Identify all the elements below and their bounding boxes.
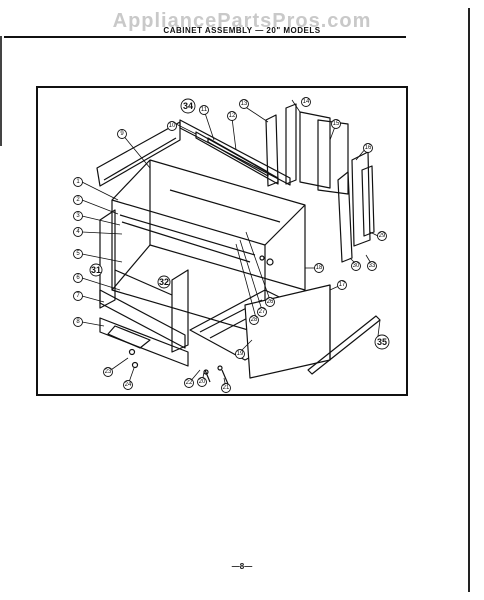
callout-label-32: 32 bbox=[159, 277, 169, 287]
callout-29 bbox=[377, 231, 387, 241]
callout-label-14: 14 bbox=[303, 99, 310, 105]
title-rule bbox=[4, 36, 406, 38]
callout-7 bbox=[73, 291, 83, 301]
callout-1 bbox=[73, 177, 83, 187]
callout-16 bbox=[363, 143, 373, 153]
callout-label-13: 13 bbox=[241, 101, 248, 107]
callout-label-18: 18 bbox=[316, 265, 323, 271]
callout-label-9: 9 bbox=[120, 131, 124, 137]
callout-label-35: 35 bbox=[377, 337, 387, 347]
callout-label-31: 31 bbox=[91, 265, 101, 275]
callout-17 bbox=[337, 280, 347, 290]
callout-label-29: 29 bbox=[379, 233, 386, 239]
callout-label-17: 17 bbox=[339, 282, 346, 288]
callout-2 bbox=[73, 195, 83, 205]
page-number: —8— bbox=[231, 562, 253, 571]
callout-label-10: 10 bbox=[169, 123, 176, 129]
callout-34 bbox=[180, 98, 196, 114]
callout-label-8: 8 bbox=[76, 319, 80, 325]
callout-18 bbox=[314, 263, 324, 273]
callout-26 bbox=[265, 297, 275, 307]
callout-label-5: 5 bbox=[76, 251, 80, 257]
callout-label-24: 24 bbox=[125, 382, 132, 388]
callout-label-11: 11 bbox=[201, 107, 208, 113]
scan-edge-left bbox=[0, 36, 2, 146]
callout-24 bbox=[123, 380, 133, 390]
diagram-frame bbox=[36, 86, 408, 396]
callout-13 bbox=[239, 99, 249, 109]
callout-label-4: 4 bbox=[76, 229, 80, 235]
callout-label-2: 2 bbox=[76, 197, 80, 203]
callout-30 bbox=[351, 261, 361, 271]
callout-23 bbox=[103, 367, 113, 377]
back-panel-part bbox=[96, 121, 181, 187]
fasteners-part bbox=[128, 255, 274, 385]
callout-9 bbox=[117, 129, 127, 139]
callout-11 bbox=[199, 105, 209, 115]
callout-label-6: 6 bbox=[76, 275, 80, 281]
callout-10 bbox=[167, 121, 177, 131]
callout-22 bbox=[184, 378, 194, 388]
callout-label-28: 28 bbox=[251, 317, 258, 323]
upright-rails-part bbox=[265, 103, 375, 263]
watermark: AppliancePartsPros.com bbox=[112, 10, 372, 32]
callout-3 bbox=[73, 211, 83, 221]
callout-32 bbox=[157, 275, 171, 289]
callout-label-7: 7 bbox=[76, 293, 80, 299]
callout-6 bbox=[73, 273, 83, 283]
callout-21 bbox=[221, 383, 231, 393]
callout-label-22: 22 bbox=[186, 380, 193, 386]
callout-31 bbox=[89, 263, 103, 277]
callout-label-16: 16 bbox=[365, 145, 372, 151]
callout-label-23: 23 bbox=[105, 369, 112, 375]
callout-35 bbox=[374, 334, 390, 350]
callout-label-20: 20 bbox=[199, 379, 206, 385]
callout-label-33: 33 bbox=[369, 263, 376, 269]
callout-15 bbox=[331, 119, 341, 129]
scan-edge-right bbox=[468, 8, 470, 592]
callout-27 bbox=[257, 307, 267, 317]
callout-12 bbox=[227, 111, 237, 121]
callout-label-19: 19 bbox=[237, 351, 244, 357]
callout-28 bbox=[249, 315, 259, 325]
bottom-rail-part bbox=[99, 317, 189, 367]
callout-label-21: 21 bbox=[223, 385, 230, 391]
callout-33 bbox=[367, 261, 377, 271]
callout-label-34: 34 bbox=[183, 101, 193, 111]
callout-markers bbox=[73, 97, 390, 393]
callout-label-26: 26 bbox=[267, 299, 274, 305]
callout-4 bbox=[73, 227, 83, 237]
cabinet-body-part bbox=[111, 159, 306, 336]
front-frame-part bbox=[99, 209, 189, 353]
callout-label-3: 3 bbox=[76, 213, 80, 219]
leader-lines bbox=[81, 99, 381, 389]
callout-label-30: 30 bbox=[353, 263, 360, 269]
callout-label-15: 15 bbox=[333, 121, 340, 127]
page-title: CABINET ASSEMBLY — 20" MODELS bbox=[163, 26, 321, 35]
callout-label-27: 27 bbox=[259, 309, 266, 315]
callout-20 bbox=[197, 377, 207, 387]
callout-8 bbox=[73, 317, 83, 327]
callout-5 bbox=[73, 249, 83, 259]
callout-label-12: 12 bbox=[229, 113, 236, 119]
callout-14 bbox=[301, 97, 311, 107]
callout-label-1: 1 bbox=[76, 179, 80, 185]
callout-19 bbox=[235, 349, 245, 359]
